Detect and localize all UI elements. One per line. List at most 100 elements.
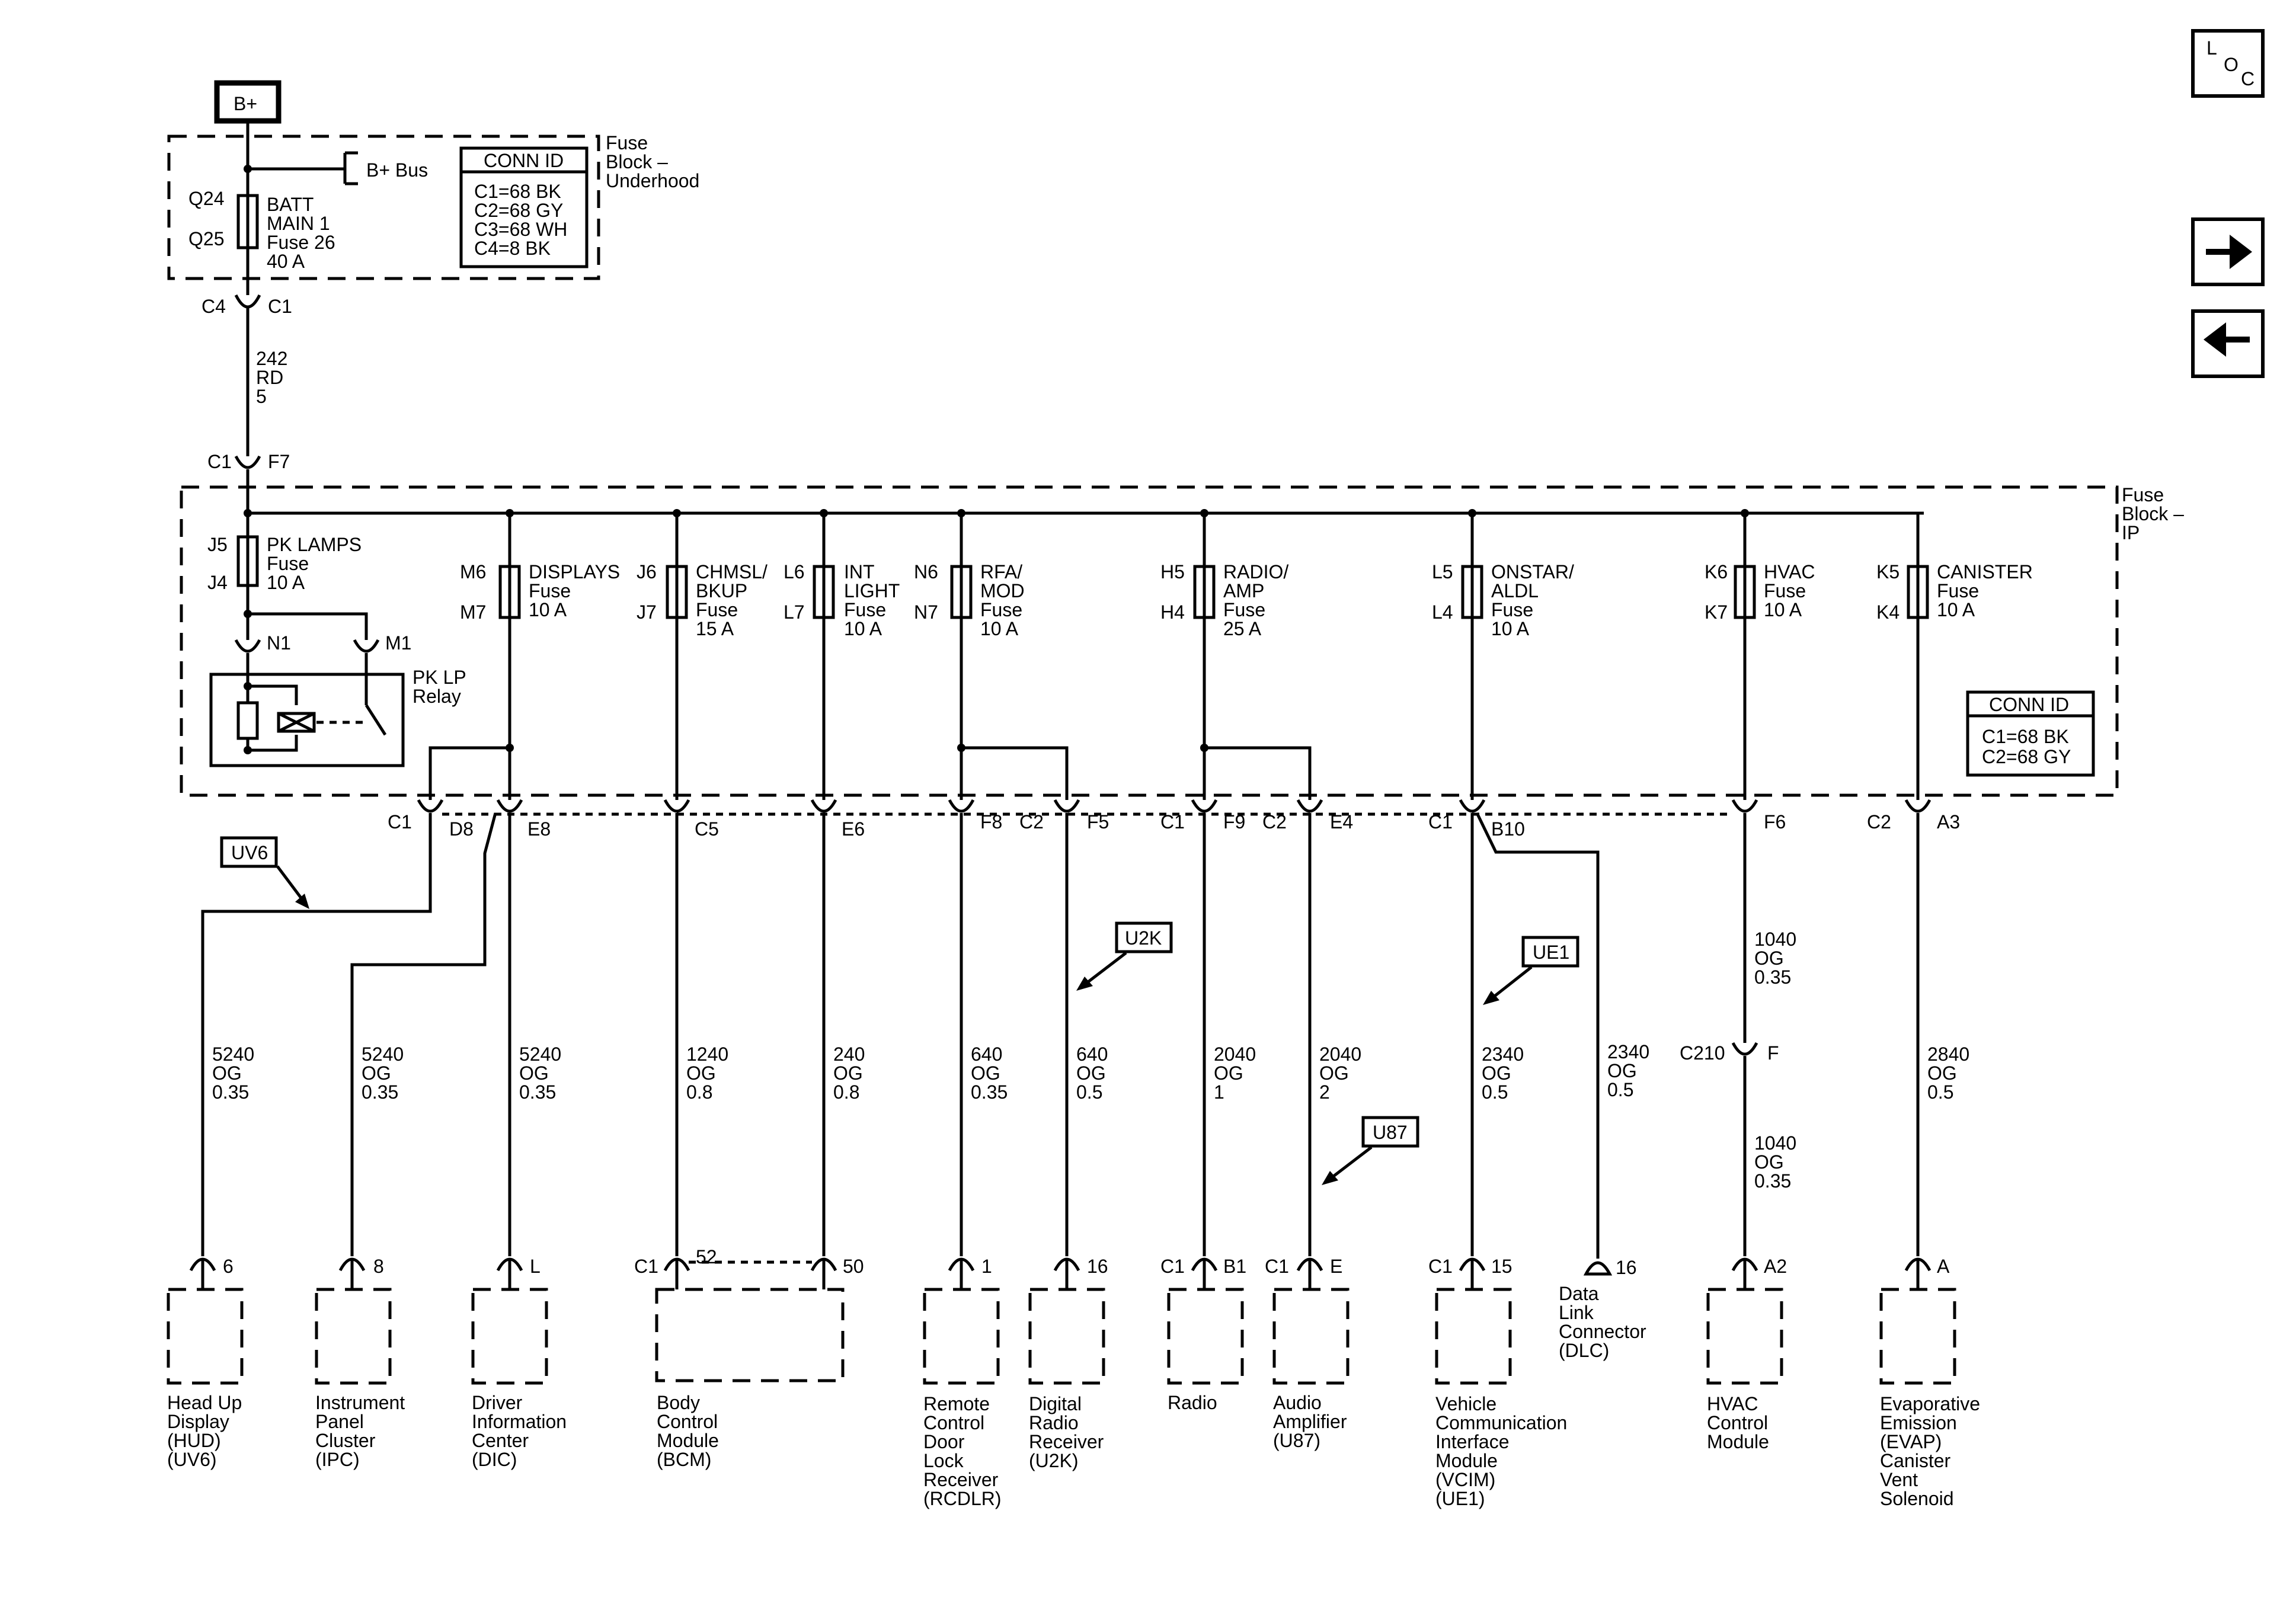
diagram-label: RD xyxy=(256,367,283,388)
diagram-label: N1 xyxy=(267,632,291,654)
diagram-label: 6 xyxy=(223,1256,234,1277)
diagram-label: M6 xyxy=(460,561,486,582)
diagram-label: Vehicle xyxy=(1435,1393,1496,1414)
onstar-aldl-fuse: L5 L4 ONSTAR/ ALDL Fuse 10 A xyxy=(1432,509,1574,639)
wire-evap: 2840 OG 0.5 xyxy=(1916,813,1969,1256)
diagram-label: J6 xyxy=(637,561,657,582)
location-icon[interactable]: L O C xyxy=(2191,29,2265,98)
radio-amp-fuse: H5 H4 RADIO/ AMP Fuse 25 A xyxy=(1160,509,1288,639)
diagram-label: L4 xyxy=(1432,601,1453,623)
diagram-label: Fuse xyxy=(1223,599,1265,620)
diagram-label: 0.5 xyxy=(1482,1081,1508,1103)
diagram-label: Receiver xyxy=(1029,1431,1104,1452)
diagram-label: 0.35 xyxy=(519,1081,556,1103)
wire-radio: 2040 OG 1 xyxy=(1203,813,1256,1256)
fuse-block-ip xyxy=(180,485,2119,797)
wire-amp: 2040 OG 2 xyxy=(1308,813,1361,1256)
diagram-label: Head Up xyxy=(167,1392,242,1413)
diagram-label: 10 A xyxy=(980,618,1019,639)
diagram-label: C2=68 GY xyxy=(1982,746,2071,767)
option-u2k: U2K xyxy=(1076,921,1173,991)
diagram-label: Fuse xyxy=(1937,580,1979,601)
component-dlc: 16 Data Link Connector (DLC) xyxy=(1559,1257,1646,1361)
diagram-label: Q25 xyxy=(188,228,224,249)
diagram-label: C2 xyxy=(1019,811,1044,833)
diagram-label: HVAC xyxy=(1764,561,1815,582)
diagram-label: 1 xyxy=(1214,1081,1224,1103)
component-radio: C1 B1 Radio xyxy=(1160,1256,1246,1413)
diagram-label: OG xyxy=(1927,1062,1957,1084)
diagram-label: Evaporative xyxy=(1880,1393,1980,1414)
diagram-label: E8 xyxy=(527,818,551,840)
diagram-label: 5240 xyxy=(212,1044,254,1065)
diagram-label: (UE1) xyxy=(1435,1488,1485,1509)
diagram-label: 0.8 xyxy=(686,1081,712,1103)
next-arrow-icon[interactable] xyxy=(2191,217,2265,286)
diagram-label: C3=68 WH xyxy=(474,219,567,240)
diagram-label: ALDL xyxy=(1491,580,1539,601)
diagram-label: ONSTAR/ xyxy=(1491,561,1574,582)
diagram-label: Remote xyxy=(923,1393,990,1414)
diagram-label: OG xyxy=(1482,1062,1511,1084)
diagram-label: (HUD) xyxy=(167,1430,221,1451)
diagram-label: U87 xyxy=(1373,1122,1408,1143)
diagram-label: Q24 xyxy=(188,188,224,209)
diagram-label: 40 A xyxy=(267,251,305,272)
diagram-label: (U2K) xyxy=(1029,1450,1079,1471)
ip-bottom-connectors: C1 D8 E8 C5 E6 F8 C2 F5 C1 F9 C2 E4 C1 B… xyxy=(388,799,1960,840)
diagram-label: 2040 xyxy=(1319,1044,1361,1065)
diagram-label: H4 xyxy=(1160,601,1185,623)
diagram-label: K6 xyxy=(1705,561,1728,582)
diagram-label: E xyxy=(1330,1256,1342,1277)
diagram-label: K5 xyxy=(1876,561,1900,582)
diagram-label: L7 xyxy=(784,601,805,623)
diagram-label: Block – xyxy=(2122,503,2184,524)
diagram-label: OG xyxy=(1754,1151,1784,1173)
diagram-label: 5240 xyxy=(519,1044,561,1065)
component-rcdlr: 1 Remote Control Door Lock Receiver (RCD… xyxy=(923,1256,1002,1509)
diagram-label: 5 xyxy=(256,386,267,407)
diagram-label: C1=68 BK xyxy=(474,181,561,202)
diagram-label: B10 xyxy=(1491,818,1525,840)
diagram-label: U2K xyxy=(1125,927,1162,949)
diagram-label: 16 xyxy=(1616,1257,1637,1278)
component-hvac-module: A2 HVAC Control Module xyxy=(1706,1256,1787,1452)
diagram-label: CONN ID xyxy=(1989,694,2069,715)
diagram-label: C1 xyxy=(1160,811,1185,833)
diagram-label: Fuse xyxy=(267,553,309,574)
diagram-label: Radio xyxy=(1029,1412,1079,1433)
diagram-label: Fuse xyxy=(696,599,738,620)
diagram-label: LIGHT xyxy=(844,580,900,601)
diagram-label: Emission xyxy=(1880,1412,1957,1433)
option-uv6: UV6 xyxy=(220,836,309,909)
option-u87: U87 xyxy=(1322,1116,1419,1185)
diagram-label: Cluster xyxy=(315,1430,376,1451)
wire-hud: 5240 OG 0.35 xyxy=(201,813,432,1256)
diagram-label: C210 xyxy=(1680,1042,1725,1064)
diagram-label: 10 A xyxy=(1937,599,1975,620)
diagram-label: 2840 xyxy=(1927,1044,1969,1065)
previous-arrow-icon[interactable] xyxy=(2191,309,2265,378)
diagram-label: INT xyxy=(844,561,875,582)
diagram-label: N6 xyxy=(914,561,938,582)
diagram-label: E6 xyxy=(842,818,865,840)
diagram-label: OG xyxy=(362,1062,391,1084)
diagram-label: Fuse xyxy=(980,599,1022,620)
wire-rcdlr: 640 OG 0.35 xyxy=(960,813,1008,1256)
diagram-label: OG xyxy=(971,1062,1000,1084)
diagram-label: Fuse xyxy=(529,580,571,601)
diagram-label: 0.5 xyxy=(1076,1081,1102,1103)
diagram-label: 50 xyxy=(843,1256,864,1277)
displays-fuse: M6 M7 DISPLAYS Fuse 10 A xyxy=(460,509,620,623)
diagram-label: L5 xyxy=(1432,561,1453,582)
diagram-label: Data xyxy=(1559,1283,1599,1304)
diagram-label: (IPC) xyxy=(315,1449,360,1470)
diagram-label: (VCIM) xyxy=(1435,1469,1495,1490)
diagram-label: 0.5 xyxy=(1927,1081,1953,1103)
diagram-label: 640 xyxy=(1076,1044,1108,1065)
diagram-label: IP xyxy=(2122,522,2140,543)
diagram-label: F7 xyxy=(268,451,290,472)
diagram-label: 2040 xyxy=(1214,1044,1256,1065)
diagram-label: Body xyxy=(657,1392,700,1413)
diagram-label: (DIC) xyxy=(472,1449,517,1470)
